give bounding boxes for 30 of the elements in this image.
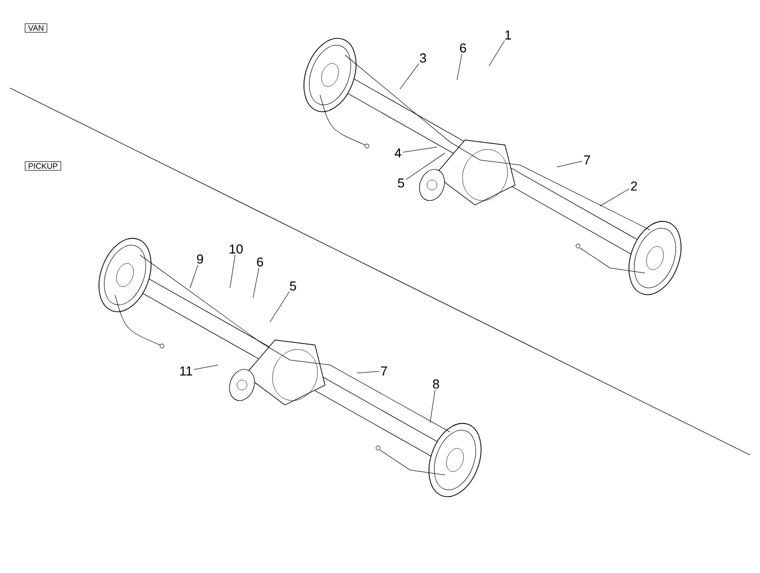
leader-line [190,264,198,288]
callout-number: 7 [584,156,590,164]
leader-line [230,254,236,288]
callout-number: 9 [197,254,203,264]
callout-number: 10 [230,244,243,254]
leader-line [252,268,260,298]
leader-line [456,54,462,80]
callout-number: 5 [398,178,404,188]
leader-line [194,364,218,370]
leader-line [402,146,438,153]
leader-line [556,160,582,168]
callout-number: 1 [505,30,511,40]
callout-number: 6 [257,257,264,267]
leader-line [406,152,446,180]
leader-line [400,64,419,90]
callout-number: 6 [460,43,466,53]
callout-number: 11 [180,366,192,376]
callout-number: 2 [631,181,637,191]
vehicle-tag: PICKUP [24,161,62,171]
vehicle-tag: VAN [24,24,48,32]
leader-line [356,371,380,374]
leader-line [600,188,630,206]
callout-number: 3 [420,53,426,63]
callout-number: 8 [432,379,440,389]
callout-number: 4 [394,148,402,158]
leader-line [430,390,436,424]
callout-number: 7 [381,366,387,376]
leader-line [488,40,505,66]
callout-number: 5 [290,281,296,291]
leader-line [270,292,290,322]
